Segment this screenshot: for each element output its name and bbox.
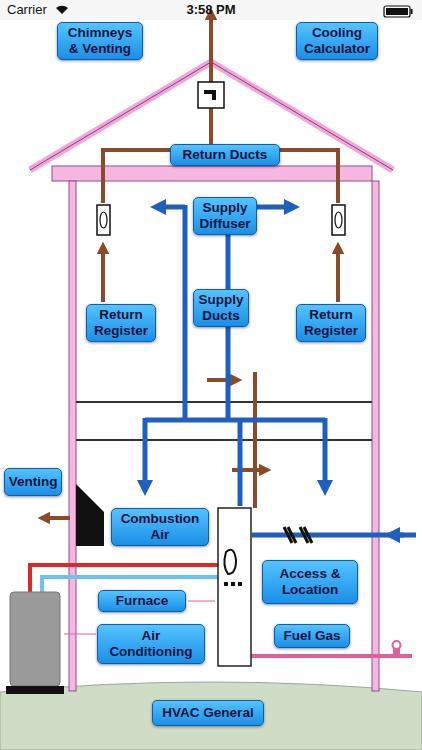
return-ducts-part	[253, 372, 257, 508]
return-ducts-part	[232, 468, 265, 472]
refrigerant-lines-part	[30, 565, 218, 592]
return-register-icon-part	[332, 205, 345, 235]
house-outline-part	[69, 181, 76, 691]
return-register-icon-part	[100, 212, 107, 228]
status-bar-part	[56, 6, 68, 14]
menu-button: Return Register	[296, 304, 366, 342]
exhaust-fan-part	[204, 90, 216, 100]
button-label: Supply Ducts	[198, 292, 244, 324]
menu-button: Fuel Gas	[274, 624, 350, 648]
house-outline-part	[76, 401, 372, 403]
vent-hood	[76, 484, 104, 546]
supply-ducts-part	[252, 533, 416, 538]
menu-button: Furnace	[98, 590, 186, 612]
gas-line-part	[393, 641, 401, 649]
return-ducts-part	[44, 516, 70, 520]
damper-part	[300, 527, 312, 543]
button-label: Venting	[9, 474, 58, 490]
menu-button: Cooling Calculator	[296, 22, 378, 60]
menu-button: Access & Location	[262, 560, 358, 604]
return-register-icon-part	[335, 212, 342, 228]
supply-ducts-part	[145, 418, 325, 423]
house-outline-part	[76, 439, 372, 441]
leader-line-part	[188, 601, 215, 602]
ac-unit-part	[6, 686, 64, 694]
house-outline	[30, 62, 393, 691]
return-ducts-part	[336, 248, 340, 302]
status-text: 3:58 PM	[186, 2, 235, 17]
menu-button: Return Ducts	[170, 144, 280, 166]
supply-ducts-part	[158, 205, 185, 210]
menu-button: Venting	[4, 468, 62, 496]
supply-ducts-part	[392, 533, 404, 538]
menu-button: Combustion Air	[111, 508, 209, 546]
furnace-unit-part	[224, 582, 228, 586]
return-ducts-part	[209, 14, 213, 82]
ground	[0, 682, 422, 750]
return-ducts-part	[207, 378, 236, 382]
status-text: Carrier	[7, 2, 47, 17]
supply-ducts-part	[238, 420, 243, 506]
house-outline-part	[52, 166, 372, 181]
supply-ducts-part	[183, 205, 188, 420]
return-register-icon-part	[97, 205, 110, 235]
button-label: Return Ducts	[183, 147, 268, 163]
menu-button: Supply Ducts	[193, 289, 249, 327]
button-label: Chimneys & Venting	[62, 25, 138, 57]
menu-button: Air Conditioning	[97, 624, 205, 664]
return-ducts	[44, 14, 338, 518]
damper	[284, 527, 312, 543]
button-label: Cooling Calculator	[301, 25, 373, 57]
house-outline-part	[372, 181, 379, 691]
refrigerant-lines	[30, 565, 218, 592]
menu-button: HVAC General	[152, 700, 264, 726]
button-label: Fuel Gas	[283, 628, 340, 644]
button-label: Return Register	[91, 307, 151, 339]
gas-line-part	[250, 654, 412, 658]
ground-part	[0, 682, 422, 750]
button-label: Combustion Air	[116, 511, 204, 543]
status-bar-part	[411, 9, 413, 14]
button-label: Supply Diffuser	[198, 200, 252, 232]
exhaust-fan	[198, 82, 224, 108]
supply-ducts	[145, 205, 416, 535]
status-bar-part	[386, 8, 408, 15]
exhaust-fan-part	[198, 82, 224, 108]
leader-line-part	[64, 634, 96, 635]
furnace-unit-part	[218, 508, 251, 666]
furnace-unit	[218, 508, 251, 666]
supply-ducts-part	[323, 418, 328, 488]
return-ducts-part	[101, 248, 105, 302]
button-label: Furnace	[116, 593, 169, 609]
vent-hood-part	[76, 484, 104, 546]
status-bar-part	[384, 6, 410, 17]
button-label: HVAC General	[162, 705, 253, 721]
menu-button: Supply Diffuser	[193, 197, 257, 235]
damper-part	[284, 527, 296, 543]
menu-button: Return Register	[86, 304, 156, 342]
furnace-unit-part	[231, 582, 235, 586]
button-label: Access & Location	[267, 566, 353, 598]
button-label: Air Conditioning	[102, 628, 200, 660]
ac-unit-part	[10, 592, 60, 686]
supply-ducts-part	[143, 418, 148, 488]
menu-button: Chimneys & Venting	[57, 22, 143, 60]
ac-unit	[6, 592, 64, 694]
furnace-unit-part	[238, 582, 242, 586]
furnace-unit-part	[224, 550, 236, 574]
button-label: Return Register	[301, 307, 361, 339]
